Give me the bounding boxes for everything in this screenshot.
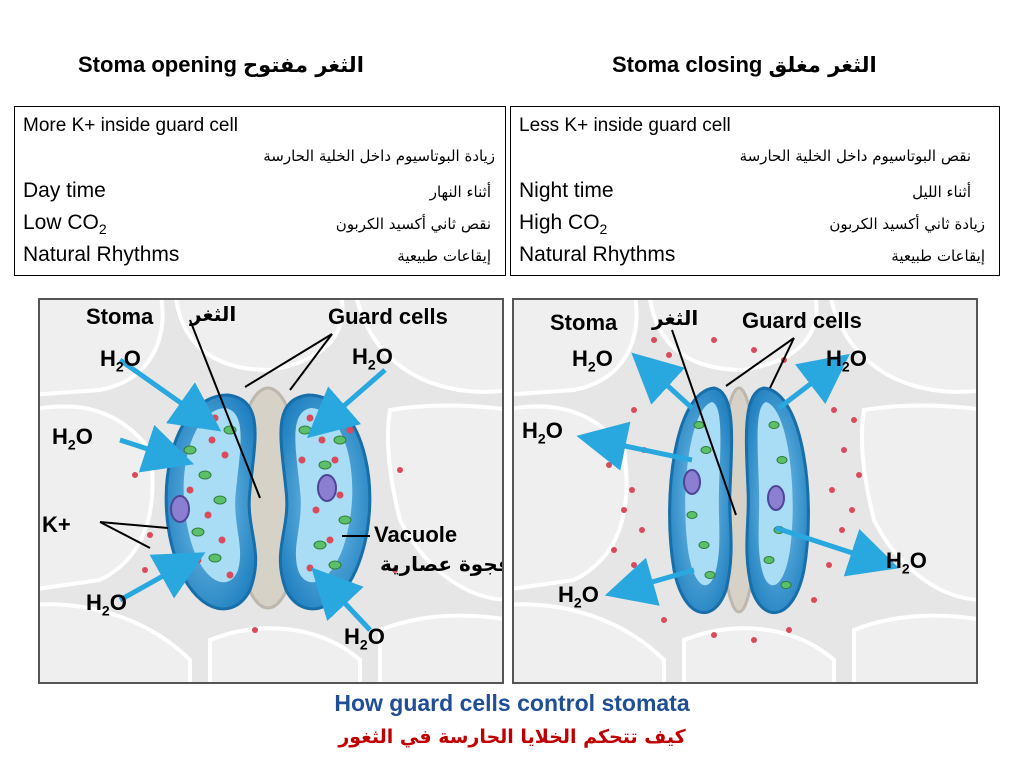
opening-info-rhythm-ar: إيقاعات طبيعية bbox=[397, 247, 491, 265]
water-arrows-in bbox=[118, 357, 387, 632]
water-arrows-out bbox=[576, 352, 900, 606]
water-label-2: H2O bbox=[352, 344, 393, 373]
left-guard-cell bbox=[668, 386, 734, 614]
water-label-5: H2O bbox=[344, 624, 385, 653]
closing-heading: Stoma closing الثغر مغلق bbox=[612, 52, 877, 78]
closing-heading-en: Stoma closing bbox=[612, 52, 763, 77]
footer-title-en: How guard cells control stomata bbox=[334, 690, 690, 716]
opening-heading-ar: الثغر مفتوح bbox=[243, 53, 364, 77]
epidermal-cells bbox=[514, 300, 976, 682]
guard-cells-label-left: Guard cells bbox=[328, 304, 448, 329]
closing-info-co2: High CO2 bbox=[519, 211, 608, 238]
opening-heading: Stoma opening الثغر مفتوح bbox=[78, 52, 364, 78]
opening-info-co2: Low CO2 bbox=[23, 211, 107, 238]
water-label-3: H2O bbox=[522, 418, 563, 447]
stoma-label-left: Stoma bbox=[86, 304, 154, 329]
opening-info-k-ar: زيادة البوتاسيوم داخل الخلية الحارسة bbox=[263, 147, 495, 165]
opening-heading-en: Stoma opening bbox=[78, 52, 237, 77]
closing-info-rhythm: Natural Rhythms bbox=[519, 243, 676, 266]
chloroplasts bbox=[686, 421, 792, 589]
water-label-1: H2O bbox=[100, 346, 141, 375]
nucleus-left bbox=[683, 469, 701, 495]
water-label-4: H2O bbox=[86, 590, 127, 619]
opening-diagram-panel: Stoma الثغر Guard cells H2O H2O H2O K+ V… bbox=[38, 298, 504, 684]
k-plus-label: K+ bbox=[42, 512, 71, 537]
water-label-5: H2O bbox=[558, 582, 599, 611]
opening-info-co2-ar: نقص ثاني أكسيد الكربون bbox=[335, 215, 491, 233]
opening-info-box: More K+ inside guard cell زيادة البوتاسي… bbox=[14, 106, 506, 276]
nucleus-left bbox=[170, 495, 190, 523]
nucleus-right bbox=[317, 474, 337, 502]
stoma-label-right: Stoma bbox=[550, 310, 618, 335]
closing-info-k: Less K+ inside guard cell bbox=[519, 115, 731, 136]
nucleus-right bbox=[767, 485, 785, 511]
vacuole-label-ar: فجوة عصارية bbox=[380, 552, 504, 576]
opening-info-k: More K+ inside guard cell bbox=[23, 115, 238, 136]
stoma-label-ar-right: الثغر bbox=[652, 306, 699, 330]
closing-info-rhythm-ar: إيقاعات طبيعية bbox=[891, 247, 985, 265]
guard-cells-label-right: Guard cells bbox=[742, 308, 862, 333]
right-guard-cell bbox=[278, 393, 372, 611]
opening-diagram bbox=[40, 300, 502, 682]
closing-info-time: Night time bbox=[519, 179, 614, 202]
water-label-4: H2O bbox=[886, 548, 927, 577]
water-label-1: H2O bbox=[572, 346, 613, 375]
closing-info-time-ar: أثناء الليل bbox=[912, 183, 971, 201]
closing-heading-ar: الثغر مغلق bbox=[768, 53, 877, 77]
leader-lines bbox=[99, 319, 370, 549]
closing-info-box: Less K+ inside guard cell نقص البوتاسيوم… bbox=[510, 106, 1000, 276]
footer-title-ar: كيف تتحكم الخلايا الحارسة في الثغور bbox=[338, 726, 686, 748]
closing-diagram-panel: Stoma الثغر Guard cells H2O H2O H2O H2O … bbox=[512, 298, 978, 684]
stoma-label-ar-left: الثغر bbox=[190, 302, 237, 326]
leader-lines bbox=[671, 329, 795, 516]
closing-info-co2-ar: زيادة ثاني أكسيد الكربون bbox=[829, 215, 985, 233]
water-label-2: H2O bbox=[826, 346, 867, 375]
opening-info-rhythm: Natural Rhythms bbox=[23, 243, 180, 266]
opening-info-time-ar: أثناء النهار bbox=[429, 183, 491, 201]
opening-info-time: Day time bbox=[23, 179, 106, 202]
closing-diagram bbox=[514, 300, 976, 682]
closing-info-k-ar: نقص البوتاسيوم داخل الخلية الحارسة bbox=[739, 147, 971, 165]
epidermal-cells bbox=[40, 300, 502, 682]
vacuole-label: Vacuole bbox=[374, 522, 458, 547]
water-label-3: H2O bbox=[52, 424, 93, 453]
